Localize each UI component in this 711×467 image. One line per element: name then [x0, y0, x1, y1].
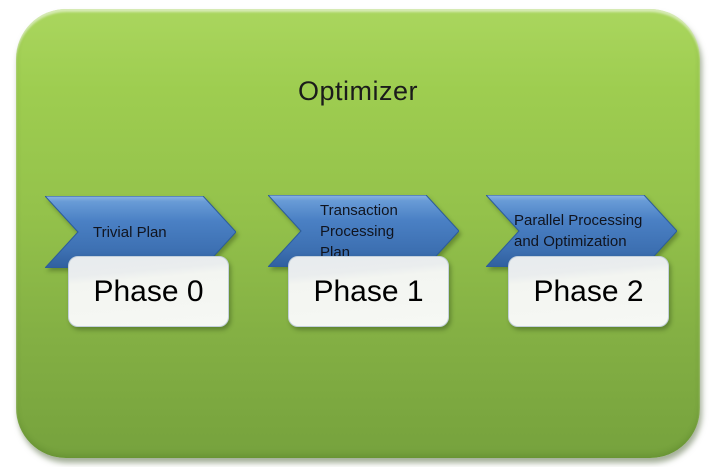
chevron-arrow-icon — [486, 195, 677, 267]
arrow-label: Trivial Plan — [93, 223, 167, 241]
phase-label: Phase 2 — [533, 274, 644, 308]
process-arrow-phase-0: Trivial Plan — [45, 196, 236, 268]
process-arrow-phase-2: Parallel Processing and Optimization — [486, 195, 677, 267]
diagram-title: Optimizer — [297, 76, 418, 106]
chevron-arrow-icon — [45, 196, 236, 268]
chevron-arrow-icon — [268, 195, 459, 267]
arrow-label: Parallel Processing and Optimization — [514, 212, 643, 250]
phase-card-0: Phase 0 — [68, 256, 229, 327]
phase-label: Phase 1 — [313, 274, 424, 308]
phase-card-1: Phase 1 — [288, 256, 449, 327]
phase-label: Phase 0 — [93, 274, 204, 308]
phase-card-2: Phase 2 — [508, 256, 669, 327]
